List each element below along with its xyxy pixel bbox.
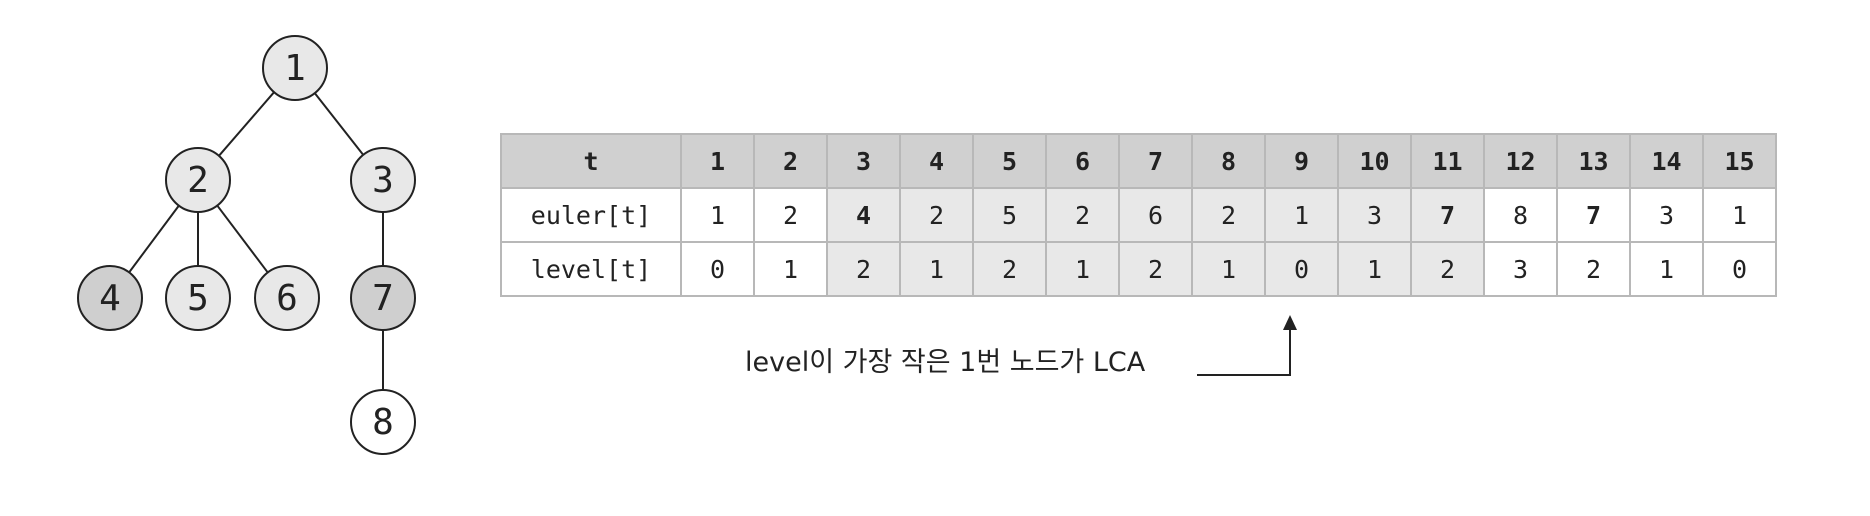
tree-node-label: 4 bbox=[99, 278, 121, 319]
col-header-10: 10 bbox=[1337, 133, 1412, 189]
tree-edge-2-6 bbox=[216, 204, 269, 274]
euler-row-label: euler[t] bbox=[500, 187, 682, 243]
col-header-13: 13 bbox=[1556, 133, 1631, 189]
euler-cell-12: 8 bbox=[1483, 187, 1558, 243]
tree-node-circle bbox=[350, 265, 416, 331]
level-cell-5: 2 bbox=[972, 241, 1047, 297]
tree-node-label: 6 bbox=[276, 278, 298, 319]
euler-cell-2: 2 bbox=[753, 187, 828, 243]
level-cell-9: 0 bbox=[1264, 241, 1339, 297]
level-cell-15: 0 bbox=[1702, 241, 1777, 297]
euler-cell-8: 2 bbox=[1191, 187, 1266, 243]
euler-cell-11: 7 bbox=[1410, 187, 1485, 243]
tree-node-label: 2 bbox=[187, 160, 209, 201]
tree-node-circle bbox=[350, 147, 416, 213]
tree-node-3: 3 bbox=[350, 147, 416, 213]
col-header-11: 11 bbox=[1410, 133, 1485, 189]
col-header-7: 7 bbox=[1118, 133, 1193, 189]
col-header-2: 2 bbox=[753, 133, 828, 189]
tree-node-circle bbox=[262, 35, 328, 101]
col-header-1: 1 bbox=[680, 133, 755, 189]
tree-node-circle bbox=[77, 265, 143, 331]
euler-cell-5: 5 bbox=[972, 187, 1047, 243]
level-cell-8: 1 bbox=[1191, 241, 1266, 297]
tree-node-circle bbox=[165, 147, 231, 213]
col-header-3: 3 bbox=[826, 133, 901, 189]
level-cell-6: 1 bbox=[1045, 241, 1120, 297]
col-header-9: 9 bbox=[1264, 133, 1339, 189]
level-cell-13: 2 bbox=[1556, 241, 1631, 297]
tree-edge-2-4 bbox=[128, 205, 180, 273]
euler-cell-15: 1 bbox=[1702, 187, 1777, 243]
level-cell-2: 1 bbox=[753, 241, 828, 297]
euler-cell-14: 3 bbox=[1629, 187, 1704, 243]
euler-cell-1: 1 bbox=[680, 187, 755, 243]
euler-cell-3: 4 bbox=[826, 187, 901, 243]
tree-node-4: 4 bbox=[77, 265, 143, 331]
level-cell-4: 1 bbox=[899, 241, 974, 297]
tree-node-label: 3 bbox=[372, 160, 394, 201]
tree-node-2: 2 bbox=[165, 147, 231, 213]
level-row-label: level[t] bbox=[500, 241, 682, 297]
level-cell-12: 3 bbox=[1483, 241, 1558, 297]
tree-edge-1-2 bbox=[218, 91, 275, 157]
tree-diagram: 1 2 3 4 5 6 7 8 bbox=[77, 35, 416, 455]
euler-cell-6: 2 bbox=[1045, 187, 1120, 243]
col-header-4: 4 bbox=[899, 133, 974, 189]
tree-node-circle bbox=[254, 265, 320, 331]
tree-node-8: 8 bbox=[350, 389, 416, 455]
tree-node-label: 1 bbox=[284, 48, 306, 89]
euler-cell-4: 2 bbox=[899, 187, 974, 243]
col-header-12: 12 bbox=[1483, 133, 1558, 189]
euler-cell-10: 3 bbox=[1337, 187, 1412, 243]
col-header-5: 5 bbox=[972, 133, 1047, 189]
col-header-8: 8 bbox=[1191, 133, 1266, 189]
level-cell-1: 0 bbox=[680, 241, 755, 297]
tree-edge-1-3 bbox=[313, 92, 365, 156]
header-label: t bbox=[500, 133, 682, 189]
tree-node-1: 1 bbox=[262, 35, 328, 101]
level-cell-11: 2 bbox=[1410, 241, 1485, 297]
euler-cell-13: 7 bbox=[1556, 187, 1631, 243]
level-cell-14: 1 bbox=[1629, 241, 1704, 297]
tree-node-5: 5 bbox=[165, 265, 231, 331]
lca-annotation: level이 가장 작은 1번 노드가 LCA bbox=[745, 347, 1146, 378]
tree-node-label: 8 bbox=[372, 402, 394, 443]
level-cell-10: 1 bbox=[1337, 241, 1412, 297]
col-header-14: 14 bbox=[1629, 133, 1704, 189]
level-cell-3: 2 bbox=[826, 241, 901, 297]
tree-node-label: 5 bbox=[187, 278, 209, 319]
col-header-15: 15 bbox=[1702, 133, 1777, 189]
level-cell-7: 2 bbox=[1118, 241, 1193, 297]
tree-node-label: 7 bbox=[372, 278, 394, 319]
tree-node-6: 6 bbox=[254, 265, 320, 331]
col-header-6: 6 bbox=[1045, 133, 1120, 189]
tree-node-circle bbox=[350, 389, 416, 455]
tree-node-circle bbox=[165, 265, 231, 331]
tree-node-7: 7 bbox=[350, 265, 416, 331]
euler-cell-7: 6 bbox=[1118, 187, 1193, 243]
euler-cell-9: 1 bbox=[1264, 187, 1339, 243]
